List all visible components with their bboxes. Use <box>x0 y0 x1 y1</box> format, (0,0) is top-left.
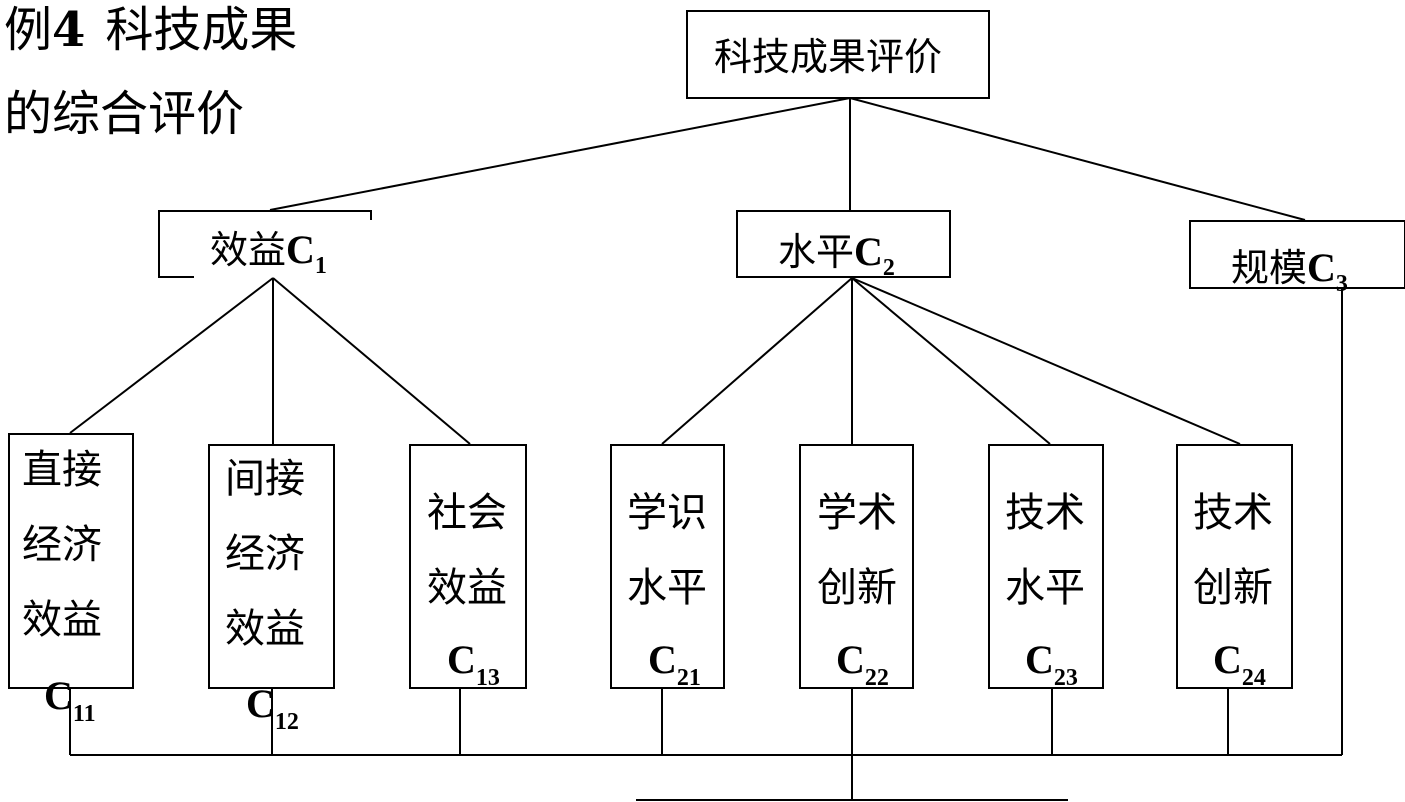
title-number: 4 <box>52 2 86 58</box>
edge-root-c1 <box>269 97 851 211</box>
node-c22-line1: 学术 <box>817 490 897 536</box>
node-c12-line3: 效益 <box>225 606 305 652</box>
node-c3-code: C <box>1307 245 1336 290</box>
node-c11-line3: 效益 <box>22 597 102 643</box>
node-c11-line1: 直接 <box>22 447 102 493</box>
edge-c2-c24 <box>851 277 1241 445</box>
node-c12-code-sub: 12 <box>274 709 299 735</box>
node-c21-line2: 水平 <box>627 565 707 611</box>
node-c2: 水平C2 <box>736 210 951 281</box>
title-prefix: 例 <box>4 2 53 58</box>
node-c2-label: 水平C2 <box>778 229 895 281</box>
page-title-line2: 的综合评价 <box>4 86 245 142</box>
node-c23-code-sub: 23 <box>1053 665 1078 691</box>
node-c23-line1: 技术 <box>1005 490 1085 536</box>
node-c12-line2: 经济 <box>225 531 305 577</box>
node-c23-text: 技术 水平 <box>1005 476 1085 626</box>
node-c11-line2: 经济 <box>22 522 102 568</box>
node-c23-line2: 水平 <box>1005 565 1085 611</box>
node-c3-label: 规模C3 <box>1231 245 1348 297</box>
edge-c1-c11 <box>69 277 274 434</box>
node-c12-code-letter: C <box>246 681 275 726</box>
node-c21-text: 学识 水平 <box>627 476 707 626</box>
node-c22-text: 学术 创新 <box>817 476 897 626</box>
node-c21-line1: 学识 <box>627 490 707 536</box>
node-c2-code: C <box>854 229 883 274</box>
edge-c3-bus <box>1308 287 1343 755</box>
node-c3-sub: 3 <box>1335 271 1348 297</box>
node-c3-name: 规模 <box>1231 246 1308 290</box>
node-c12-code: C12 <box>246 681 299 735</box>
node-c11 <box>8 433 134 689</box>
node-c21-code: C21 <box>648 637 701 691</box>
edge-root-c3 <box>849 97 1306 221</box>
node-c3: 规模C3 <box>1189 220 1405 297</box>
node-c13-text: 社会 效益 <box>427 476 507 626</box>
node-c2-name: 水平 <box>778 230 855 274</box>
edge-c1-c13 <box>272 277 471 445</box>
node-c21 <box>610 444 725 689</box>
node-c1-label: 效益C1 <box>210 227 327 279</box>
node-c21-code-letter: C <box>648 637 677 682</box>
node-c1-code: C <box>286 227 315 272</box>
node-c24-code: C24 <box>1213 637 1266 691</box>
node-c11-text: 直接 经济 效益 <box>22 433 102 658</box>
root-label: 科技成果评价 <box>714 35 943 79</box>
node-c23 <box>988 444 1104 689</box>
node-c11-code-letter: C <box>44 673 73 718</box>
node-c21-code-sub: 21 <box>676 665 701 691</box>
node-c13-line2: 效益 <box>427 565 507 611</box>
node-c24-line1: 技术 <box>1193 490 1273 536</box>
node-c24-line2: 创新 <box>1193 565 1273 611</box>
node-c1-sub: 1 <box>314 253 327 279</box>
node-c11-code: C11 <box>44 673 96 727</box>
root-node: 科技成果评价 <box>686 10 990 99</box>
node-c24-code-sub: 24 <box>1241 665 1266 691</box>
node-c13-code-letter: C <box>447 637 476 682</box>
node-c22 <box>799 444 914 689</box>
node-c22-line2: 创新 <box>817 565 897 611</box>
node-c23-code: C23 <box>1025 637 1078 691</box>
node-c13-line1: 社会 <box>427 490 507 536</box>
node-c22-code-letter: C <box>836 637 865 682</box>
node-c2-sub: 2 <box>882 255 895 281</box>
node-c11-code-sub: 11 <box>72 701 96 727</box>
title-rest: 科技成果 <box>105 2 298 58</box>
node-c23-code-letter: C <box>1025 637 1054 682</box>
node-c13-code: C13 <box>447 637 500 691</box>
edge-c2-c23 <box>851 277 1051 445</box>
node-c13 <box>409 444 527 689</box>
node-c12-text: 间接 经济 效益 <box>225 442 305 667</box>
node-c24 <box>1176 444 1293 689</box>
node-c24-code-letter: C <box>1213 637 1242 682</box>
node-c13-code-sub: 13 <box>475 665 500 691</box>
node-c22-code-sub: 22 <box>864 665 889 691</box>
node-c1-name: 效益 <box>210 228 287 272</box>
node-c12-line1: 间接 <box>225 456 305 502</box>
node-c22-code: C22 <box>836 637 889 691</box>
edge-c2-c21 <box>661 277 853 445</box>
node-c12 <box>208 444 335 689</box>
node-c1: 效益C1 <box>158 210 374 278</box>
node-c24-text: 技术 创新 <box>1193 476 1273 626</box>
